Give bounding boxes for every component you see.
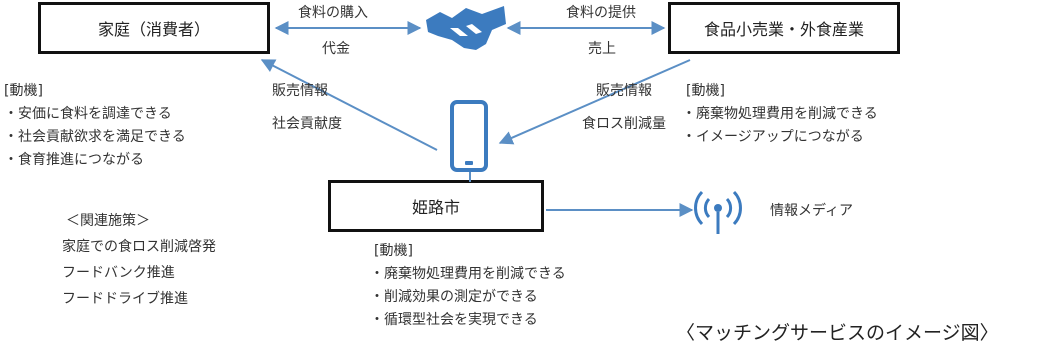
antenna-icon: [694, 190, 742, 234]
smartphone-icon: [450, 100, 488, 172]
motive-item: ・廃棄物処理費用を削減できる: [682, 106, 878, 122]
related-policies: ＜関連施策＞ 家庭での食ロス削減啓発 フードバンク推進 フードドライブ推進: [62, 208, 216, 312]
household-box: 家庭（消費者）: [38, 2, 270, 54]
policy-item: 家庭での食ロス削減啓発: [62, 239, 216, 255]
label-right-info-2: 食ロス削減量: [582, 116, 666, 132]
industry-motives: [動機] ・廃棄物処理費用を削減できる ・イメージアップにつながる: [682, 80, 878, 149]
motive-item: ・廃棄物処理費用を削減できる: [370, 266, 566, 282]
motive-item: ・削減効果の測定ができる: [370, 289, 538, 305]
motive-item: ・社会貢献欲求を満足できる: [4, 129, 186, 145]
policy-item: フードドライブ推進: [62, 291, 188, 307]
label-left-info-2: 社会貢献度: [272, 116, 342, 132]
industry-box: 食品小売業・外食産業: [668, 2, 900, 54]
handshake-icon: [426, 6, 506, 50]
city-motives: [動機] ・廃棄物処理費用を削減できる ・削減効果の測定ができる ・循環型社会を…: [370, 240, 566, 332]
city-box: 姫路市: [328, 180, 544, 232]
label-sales: 売上: [588, 41, 616, 57]
motive-item: ・イメージアップにつながる: [682, 129, 864, 145]
motive-item: ・食育推進につながる: [4, 152, 144, 168]
motive-heading: [動機]: [686, 83, 725, 99]
label-supply: 食料の提供: [566, 5, 636, 21]
policy-item: フードバンク推進: [62, 265, 175, 281]
arrow-industry-phone: [498, 59, 691, 145]
arrow-phone-household: [260, 59, 438, 151]
label-purchase: 食料の購入: [298, 5, 368, 21]
label-left-info-1: 販売情報: [272, 83, 328, 99]
motive-item: ・安価に食料を調達できる: [4, 106, 172, 122]
diagram-caption: 〈マッチングサービスのイメージ図〉: [676, 322, 999, 344]
motive-heading: [動機]: [4, 83, 43, 99]
policies-heading: ＜関連施策＞: [66, 213, 150, 229]
media-label: 情報メディア: [770, 203, 854, 219]
label-right-info-1: 販売情報: [596, 83, 652, 99]
motive-item: ・循環型社会を実現できる: [370, 312, 538, 328]
label-payment: 代金: [322, 41, 350, 57]
motive-heading: [動機]: [374, 243, 413, 259]
household-motives: [動機] ・安価に食料を調達できる ・社会貢献欲求を満足できる ・食育推進につな…: [4, 80, 186, 172]
